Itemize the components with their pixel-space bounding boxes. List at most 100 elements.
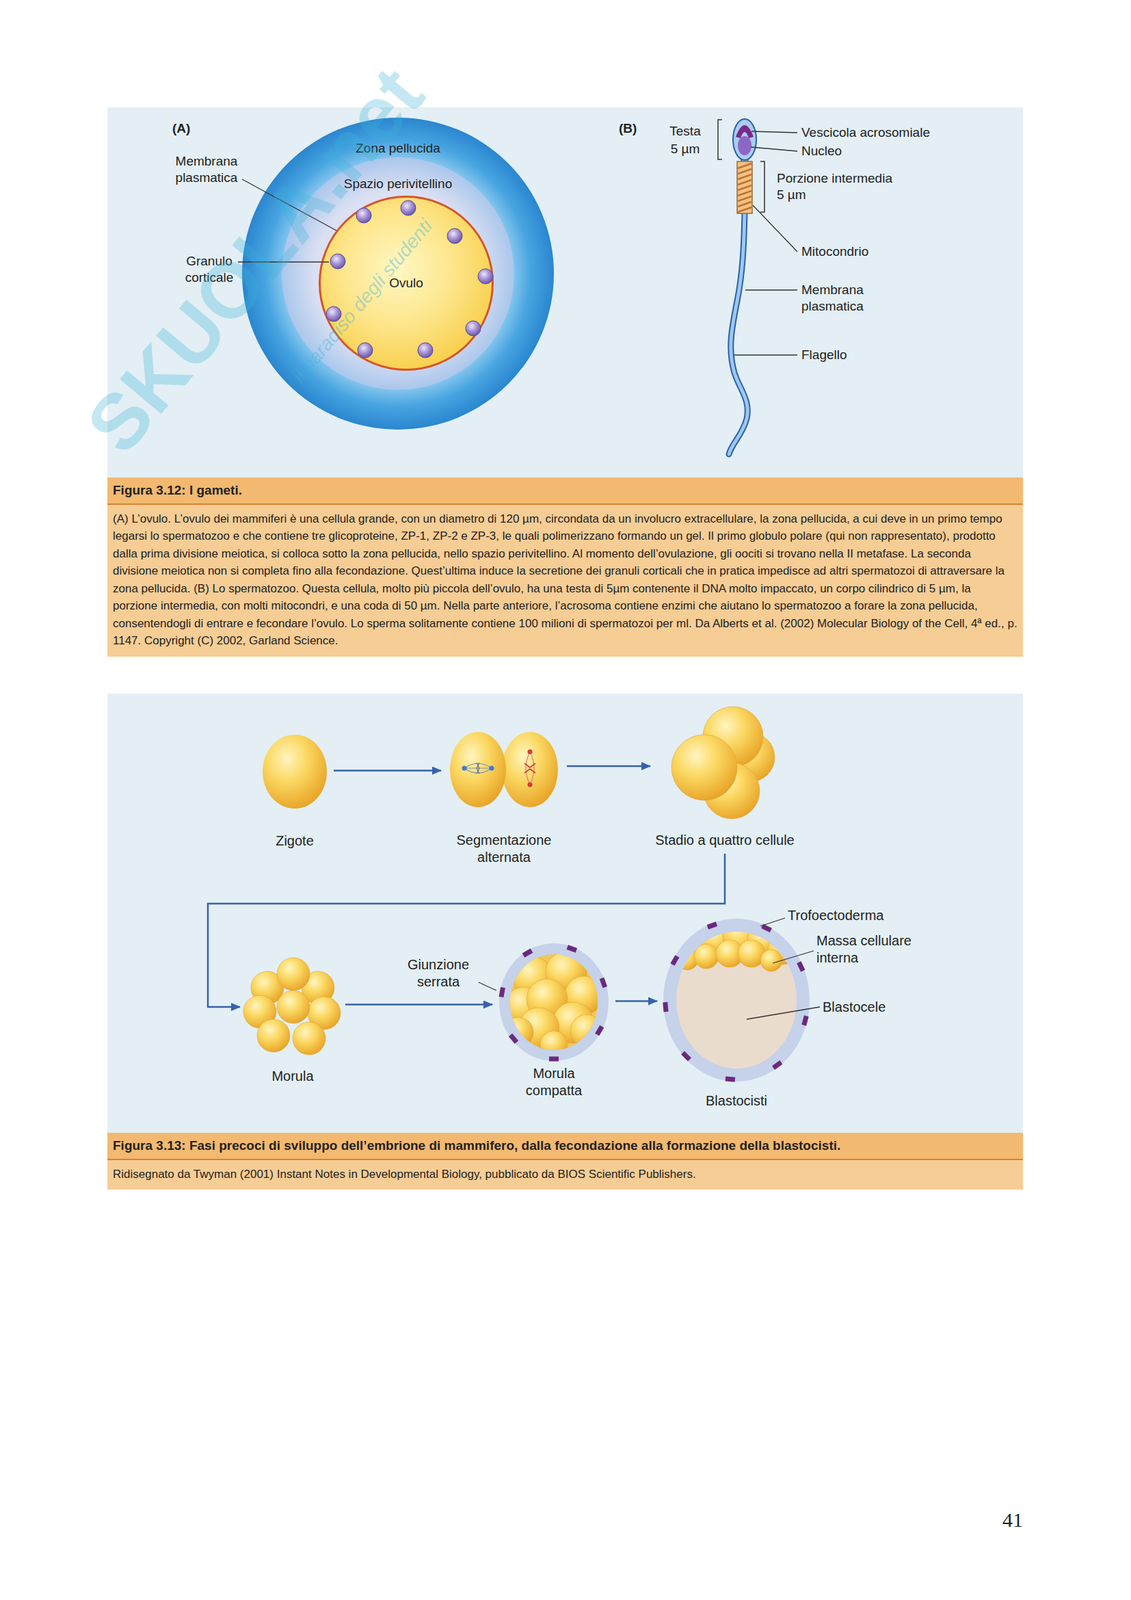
sperm-illustration <box>737 179 752 185</box>
spindle <box>462 749 537 788</box>
embryo-cell <box>694 943 719 969</box>
panel-ground <box>107 693 1023 1133</box>
blastocyst-stage-illustration <box>676 917 798 971</box>
leader-line <box>752 205 798 252</box>
stage-label: Morula compatta <box>516 1064 592 1099</box>
dimension: 5 µm <box>660 140 710 158</box>
compact-morula-stage-illustration <box>499 942 609 1062</box>
flow-arrow <box>566 765 651 768</box>
region-label: Zona pellucida <box>242 140 554 157</box>
part-label: Trofoectoderma <box>787 906 884 924</box>
dimension-bracket <box>717 119 765 212</box>
spindle <box>489 765 495 771</box>
spindle <box>464 763 492 773</box>
embryo-cell <box>501 731 558 807</box>
sperm-illustration <box>728 211 748 455</box>
tight-junction <box>594 1025 604 1036</box>
flow-arrow <box>615 999 658 1002</box>
embryo-cell <box>449 731 507 807</box>
caption-title: Figura 3.12: I gameti. <box>107 477 1023 505</box>
cleavage-stage-illustration <box>449 731 558 807</box>
blastocyst-stage: Blastocisti <box>659 914 814 1112</box>
leader-line <box>745 289 798 290</box>
cleavage-stage-illustration <box>449 729 559 809</box>
sperm-illustration <box>737 168 752 174</box>
spindle <box>527 782 533 788</box>
compact-morula-stage-illustration <box>497 941 611 1062</box>
sperm-illustration <box>737 196 752 202</box>
zygote-stage-illustration <box>262 734 327 809</box>
tight-junction <box>707 921 718 929</box>
part-label: Nucleo <box>801 142 842 160</box>
leader-line <box>760 917 785 926</box>
spindle <box>462 765 468 771</box>
embryo-cell <box>276 957 310 991</box>
cortical-granule <box>356 207 372 223</box>
spindle <box>525 751 535 785</box>
spindle <box>476 762 480 774</box>
egg-cell-outline <box>320 196 494 370</box>
blastocyst-stage-illustration <box>661 916 811 1083</box>
tight-junction <box>522 948 534 958</box>
cortical-granule <box>400 200 416 216</box>
morula-stage-illustration <box>243 957 341 1055</box>
flow-arrow <box>333 769 442 772</box>
stage-label: Segmentazione alternata <box>445 831 563 866</box>
tight-junction <box>801 1014 809 1026</box>
embryo-cell <box>262 734 327 809</box>
leader-lines <box>237 131 820 1019</box>
caption-band: Figura 3.13: Fasi precoci di sviluppo de… <box>107 1132 1023 1190</box>
leader-line <box>750 147 798 152</box>
outer-layer <box>499 942 609 1061</box>
part-label: Mitocondrio <box>801 243 869 260</box>
sperm-illustration <box>728 211 748 455</box>
embryo-cell <box>257 1018 290 1052</box>
zona-pellucida-outline <box>242 117 554 430</box>
cleavage-stage: Segmentazione alternata <box>443 726 565 869</box>
sperm-illustration <box>737 185 752 191</box>
part-label: Massa cellulare interna <box>816 932 926 967</box>
embryo-cell <box>292 1021 326 1055</box>
figure-panel: OvuloSpazio perivitellinoZona pellucidaF… <box>107 107 1023 657</box>
part-label: Granulo corticale <box>175 253 244 286</box>
leader-line <box>772 950 814 963</box>
part-label: Vescicola acrosomiale <box>801 124 930 141</box>
page-number: 41 <box>981 1506 1023 1533</box>
morula-stage: Morula <box>242 955 344 1088</box>
egg-cell: Ovulo <box>318 195 494 371</box>
tight-junction <box>725 1076 736 1082</box>
tight-junction <box>681 1050 692 1062</box>
watermark: SKUOLA.net <box>73 54 437 466</box>
stage-label: Stadio a quattro cellule <box>655 831 794 849</box>
part-label: Membrana plasmatica <box>168 153 245 186</box>
embryo-cell <box>503 1016 534 1047</box>
dimension-bracket <box>717 119 723 160</box>
perivitelline-space-outline <box>281 157 515 390</box>
dimension: 5 µm <box>776 186 807 204</box>
tight-junction <box>549 1056 559 1062</box>
flow-arrow <box>207 853 725 1007</box>
region-label: Ovulo <box>389 274 424 292</box>
sperm-illustration <box>737 174 752 180</box>
cortical-granule <box>447 228 463 244</box>
panel-letter: (B) <box>618 120 637 137</box>
spindle <box>524 763 536 773</box>
caption-text: (A) L’ovulo. L’ovulo dei mammiferi è una… <box>107 504 1023 657</box>
sperm-illustration <box>737 161 753 214</box>
leader-line <box>746 1006 820 1019</box>
sperm-illustration <box>737 163 752 212</box>
leader-line <box>478 981 497 991</box>
part-label: Giunzione serrata <box>400 955 476 991</box>
leader-line <box>242 179 337 231</box>
embryo-cell <box>540 1030 568 1058</box>
trophectoderm <box>663 918 810 1082</box>
leader-line <box>733 354 798 355</box>
leader-line <box>751 131 798 133</box>
part-label: Testa <box>660 123 710 140</box>
part-label: Blastocele <box>822 998 886 1016</box>
stage-label: Morula <box>271 1067 314 1085</box>
